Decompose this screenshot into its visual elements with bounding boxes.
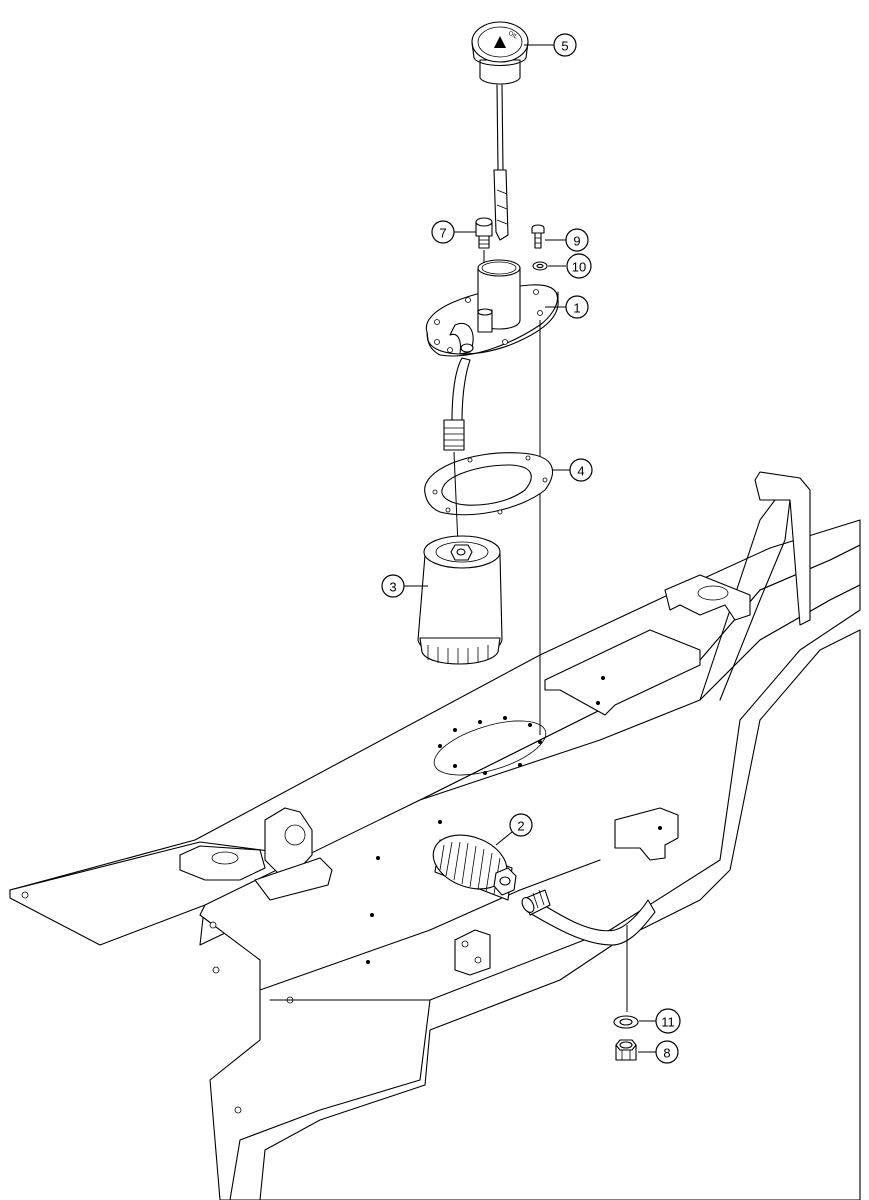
frame-top-bracket — [544, 629, 701, 716]
callout-7-label: 7 — [439, 226, 446, 241]
frame-side-panel — [199, 584, 861, 1200]
callout-1-label: 1 — [573, 301, 580, 316]
frame-assembly — [9, 471, 861, 1200]
frame-opening-holes — [438, 716, 542, 775]
callout-11-label: 11 — [661, 1015, 675, 1030]
callout-11: 11 — [655, 1008, 681, 1034]
strainer-filter — [432, 834, 517, 901]
callout-10-label: 10 — [572, 260, 586, 275]
frame-tab — [254, 857, 333, 901]
frame-lower-bracket — [614, 807, 679, 861]
return-hose — [521, 889, 656, 946]
breather-fitting — [475, 217, 493, 310]
callout-8-label: 8 — [663, 1046, 670, 1061]
frame-holes — [21, 676, 662, 1114]
callout-8: 8 — [655, 1040, 679, 1064]
callout-5-label: 5 — [561, 39, 568, 54]
callout-7: 7 — [431, 220, 455, 244]
callout-2: 2 — [509, 813, 533, 837]
cover-gasket — [424, 451, 553, 546]
strainer-pleats — [439, 841, 501, 895]
drain-plug — [615, 1039, 637, 1061]
callout-3-label: 3 — [389, 580, 396, 595]
callout-1: 1 — [565, 295, 589, 319]
filler-cap-body — [479, 59, 521, 85]
gasket-holes — [432, 455, 548, 515]
callout-4: 4 — [569, 458, 593, 482]
filler-cap-assembly: OIL — [471, 21, 529, 241]
cover-plate-holes — [434, 289, 543, 353]
callout-10: 10 — [566, 253, 592, 279]
callout-9: 9 — [565, 228, 589, 252]
callout-5: 5 — [553, 33, 577, 57]
callout-4-label: 4 — [577, 464, 584, 479]
callout-3: 3 — [381, 574, 405, 598]
callout-9-label: 9 — [573, 234, 580, 249]
callout-2-label: 2 — [517, 819, 524, 834]
frame-right-post — [754, 471, 811, 626]
cover-bolt — [531, 224, 545, 249]
cap-arrow-icon — [494, 36, 506, 48]
cap-label: OIL — [507, 31, 519, 41]
tank-cover-plate — [425, 259, 559, 735]
bolt-washer — [532, 261, 548, 271]
suction-filter-element — [417, 535, 503, 665]
callout-leaders — [404, 44, 656, 1053]
drain-plug-washer — [613, 1015, 639, 1029]
suction-pipe — [451, 357, 471, 423]
